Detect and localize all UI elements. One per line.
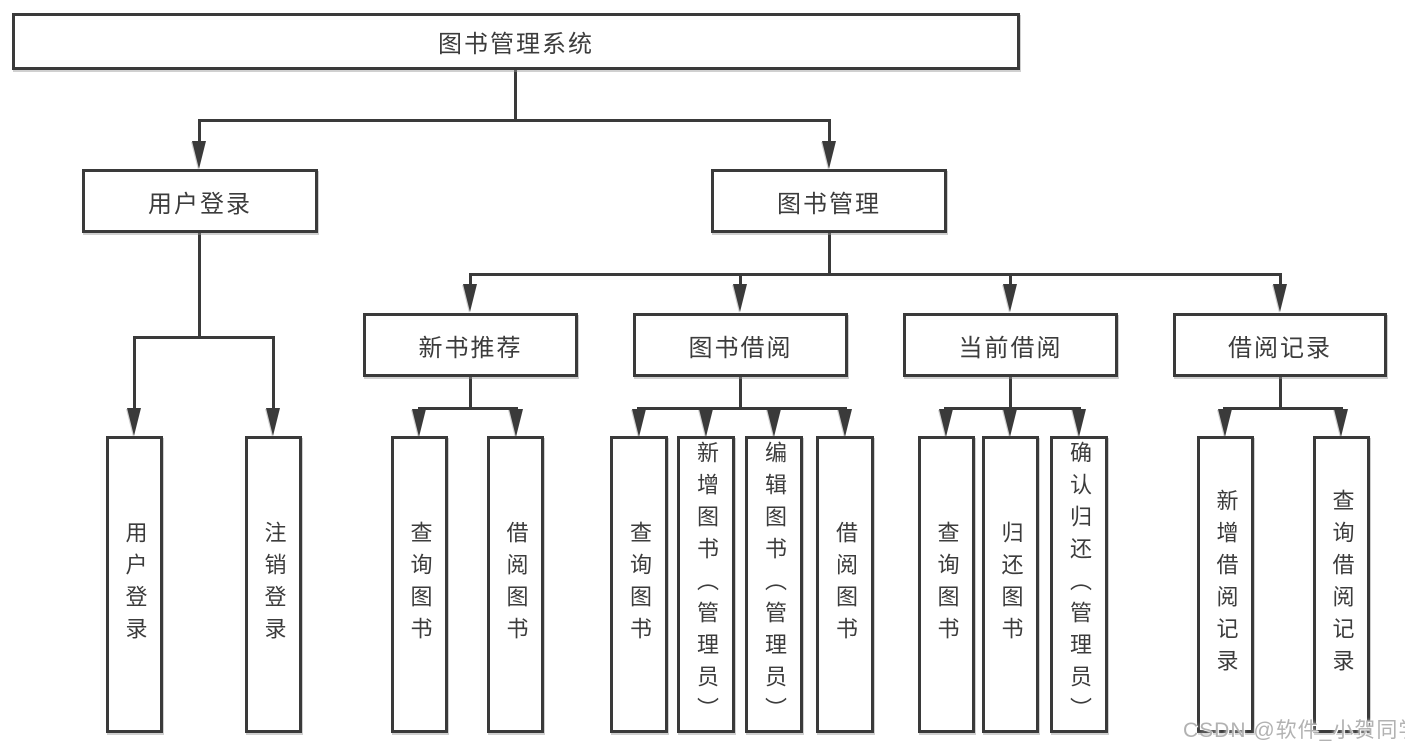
arrow-to-current-confirm (1072, 409, 1086, 437)
leaf-current-query: 查询图书 (918, 436, 975, 733)
node-root-label: 图书管理系统 (438, 31, 594, 58)
connector-bookmgmt-stem (828, 121, 831, 143)
connector-level3-rail (469, 273, 1282, 276)
leaf-current-return: 归还图书 (982, 436, 1039, 733)
connector-currentborrow-rail (944, 407, 1081, 410)
node-current-borrow-label: 当前借阅 (958, 334, 1063, 362)
leaf-record-query: 查询借阅记录 (1313, 436, 1370, 733)
leaf-logout: 注销登录 (245, 436, 302, 733)
connector-currentborrow-down (1009, 375, 1012, 410)
connector-usergroup-stem-1 (133, 338, 136, 410)
connector-usergroup-stem-2 (272, 338, 275, 410)
node-new-books: 新书推荐 (363, 313, 578, 377)
arrow-to-leaf-user-login (127, 408, 141, 436)
connector-currentborrow-stem (1009, 275, 1012, 286)
leaf-borrow-query-label: 查询图书 (627, 520, 652, 649)
node-root: 图书管理系统 (12, 13, 1020, 70)
arrow-to-current-query (939, 409, 953, 437)
arrow-to-book-borrow (733, 284, 747, 312)
connector-borrowrecords-down (1279, 375, 1282, 410)
arrow-to-user-login (192, 141, 206, 169)
leaf-current-confirm-label: 确认归还（管理员） (1067, 440, 1092, 729)
connector-borrowrecords-stem (1279, 275, 1282, 286)
leaf-current-return-label: 归还图书 (998, 520, 1024, 649)
arrow-to-current-borrow (1003, 284, 1017, 312)
connector-bookmgmt-down (828, 232, 831, 276)
connector-bookborrow-down (739, 375, 742, 410)
node-borrow-records: 借阅记录 (1173, 313, 1387, 377)
arrow-to-borrow-borrow (838, 409, 852, 437)
node-borrow-records-label: 借阅记录 (1228, 334, 1332, 362)
arrow-to-newbooks-query (412, 409, 426, 437)
node-book-borrow: 图书借阅 (633, 313, 848, 377)
leaf-newbooks-borrow: 借阅图书 (487, 436, 544, 733)
connector-level2-rail (198, 119, 831, 122)
arrow-to-borrow-query (632, 409, 646, 437)
arrow-to-leaf-logout (266, 408, 280, 436)
arrow-to-borrow-records (1273, 284, 1287, 312)
connector-usergroup-rail (133, 336, 275, 339)
leaf-borrow-add: 新增图书（管理员） (677, 436, 735, 733)
node-book-mgmt-label: 图书管理 (777, 190, 881, 218)
leaf-borrow-add-label: 新增图书（管理员） (694, 440, 719, 729)
arrow-to-borrow-edit (767, 409, 781, 437)
watermark: CSDN @软件_小贺同学 (1183, 719, 1405, 742)
node-new-books-label: 新书推荐 (418, 334, 523, 362)
node-user-login: 用户登录 (82, 169, 318, 233)
connector-newbooks-rail (418, 407, 518, 410)
arrow-to-borrow-add (699, 409, 713, 437)
connector-userlogin-down (198, 232, 201, 339)
leaf-newbooks-borrow-label: 借阅图书 (503, 520, 529, 649)
leaf-borrow-edit-label: 编辑图书（管理员） (762, 440, 787, 729)
arrow-to-new-books (463, 284, 477, 312)
node-current-borrow: 当前借阅 (903, 313, 1118, 377)
leaf-logout-label: 注销登录 (261, 520, 287, 649)
arrow-to-record-query (1334, 409, 1348, 437)
connector-userlogin-stem (198, 121, 201, 143)
connector-bookborrow-stem (739, 275, 742, 286)
leaf-current-confirm: 确认归还（管理员） (1050, 436, 1108, 733)
leaf-record-add: 新增借阅记录 (1197, 436, 1254, 733)
leaf-user-login: 用户登录 (106, 436, 163, 733)
leaf-user-login-label: 用户登录 (122, 520, 148, 649)
arrow-to-current-return (1003, 409, 1017, 437)
connector-bookborrow-rail (637, 407, 847, 410)
connector-newbooks-stem (469, 275, 472, 286)
leaf-record-query-label: 查询借阅记录 (1329, 488, 1355, 681)
leaf-record-add-label: 新增借阅记录 (1213, 488, 1239, 681)
leaf-newbooks-query: 查询图书 (391, 436, 448, 733)
leaf-borrow-query: 查询图书 (610, 436, 668, 733)
leaf-current-query-label: 查询图书 (934, 520, 960, 649)
leaf-newbooks-query-label: 查询图书 (407, 520, 433, 649)
arrow-to-book-mgmt (822, 141, 836, 169)
connector-newbooks-down (469, 375, 472, 410)
arrow-to-record-add (1218, 409, 1232, 437)
leaf-borrow-borrow-label: 借阅图书 (833, 520, 858, 649)
leaf-borrow-edit: 编辑图书（管理员） (745, 436, 803, 733)
node-book-mgmt: 图书管理 (711, 169, 947, 233)
connector-root-stem (514, 68, 517, 121)
connector-borrowrecords-rail (1223, 407, 1343, 410)
arrow-to-newbooks-borrow (509, 409, 523, 437)
node-book-borrow-label: 图书借阅 (688, 334, 793, 362)
node-user-login-label: 用户登录 (148, 190, 252, 218)
leaf-borrow-borrow: 借阅图书 (816, 436, 874, 733)
